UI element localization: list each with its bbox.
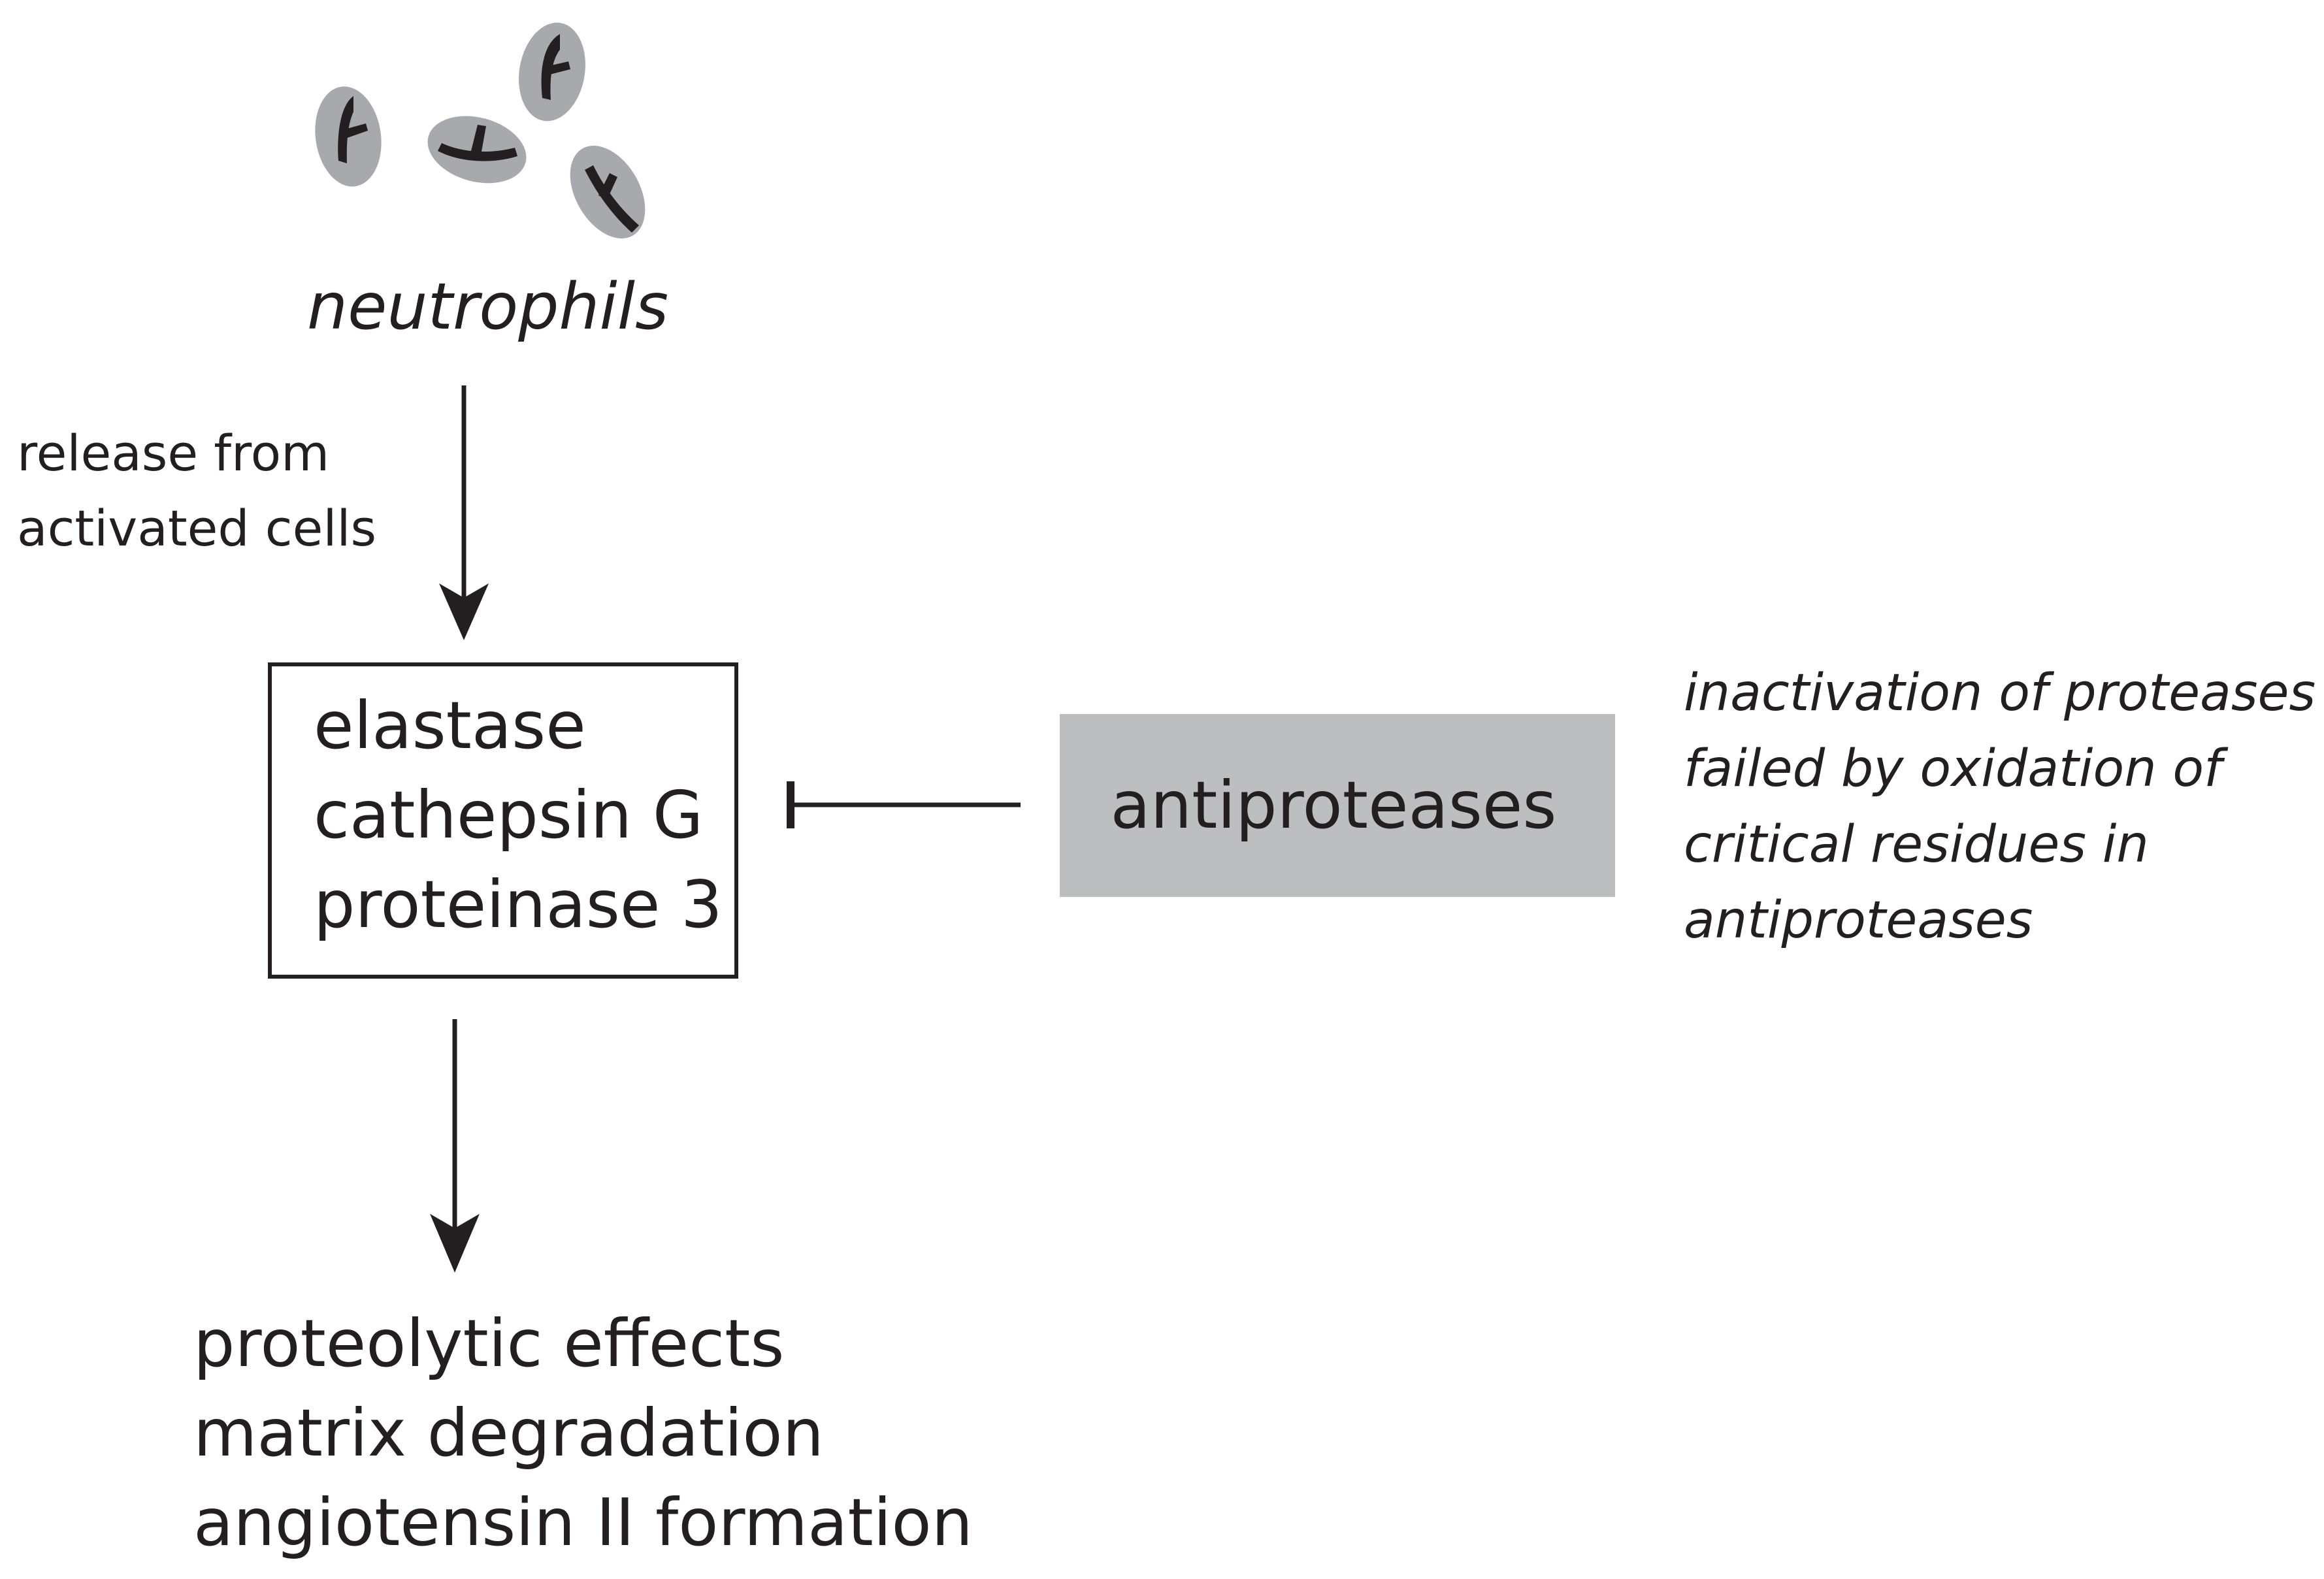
effects-arrow xyxy=(430,1019,480,1273)
effect-angiotensin-ii: angiotensin II formation xyxy=(193,1484,974,1561)
inhibition-edge xyxy=(787,781,1021,828)
release-edge-label: release from activated cells xyxy=(17,415,376,566)
antiproteases-label: antiproteases xyxy=(1110,767,1557,843)
neutrophil-cell-2 xyxy=(427,116,527,184)
antiproteases-node: antiproteases xyxy=(1060,714,1615,897)
note-line-3: critical residues in xyxy=(1684,815,2149,874)
protease-cathepsin-g: cathepsin G xyxy=(314,777,704,853)
effect-proteolytic: proteolytic effects xyxy=(193,1305,785,1382)
inactivation-note: inactivation of proteases failed by oxid… xyxy=(1684,655,2316,958)
neutrophil-cluster xyxy=(315,22,646,239)
release-arrow xyxy=(439,385,489,640)
effects-node: proteolytic effects matrix degradation a… xyxy=(193,1299,973,1567)
neutrophils-label: neutrophils xyxy=(307,270,669,344)
release-label-line-1: release from xyxy=(17,424,330,482)
protease-node: elastase cathepsin G proteinase 3 xyxy=(268,662,738,979)
note-line-2: failed by oxidation of xyxy=(1684,740,2222,798)
effect-matrix-degradation: matrix degradation xyxy=(193,1395,824,1471)
protease-elastase: elastase xyxy=(314,687,586,764)
release-label-line-2: activated cells xyxy=(17,499,377,557)
neutrophil-cell-4 xyxy=(570,145,646,239)
note-line-4: antiproteases xyxy=(1684,891,2033,950)
protease-proteinase-3: proteinase 3 xyxy=(314,866,723,943)
neutrophil-cell-3 xyxy=(519,22,585,122)
note-line-1: inactivation of proteases xyxy=(1684,664,2316,723)
neutrophil-cell-1 xyxy=(315,86,382,187)
